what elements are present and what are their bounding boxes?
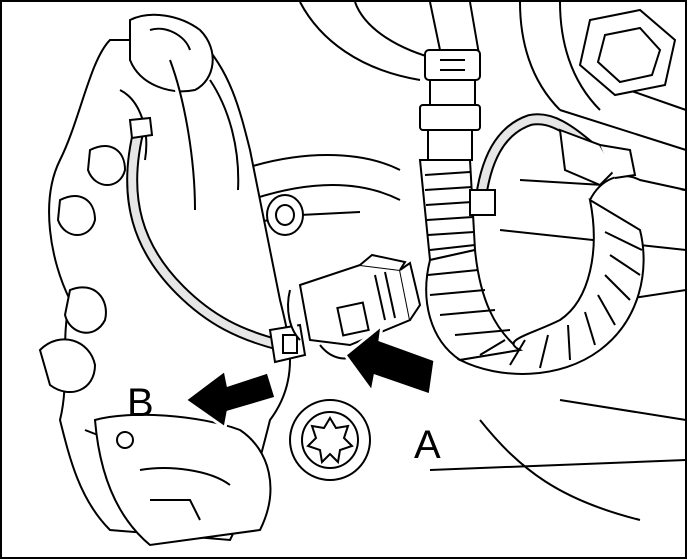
wear-sensor-plug (268, 323, 307, 364)
speed-sensor-cable (469, 113, 637, 216)
arrow-a-icon (342, 321, 437, 398)
hose-corrugations (424, 171, 643, 369)
brake-caliper (38, 13, 291, 542)
arrow-b-icon (182, 367, 278, 431)
caliper-lower-bracket (93, 413, 272, 547)
hose-top-fitting (419, 49, 481, 161)
hub-splined-bolt (289, 399, 371, 481)
callout-label-b: B (127, 381, 154, 425)
bolt-center-left (266, 194, 304, 236)
callout-label-a: A (414, 423, 441, 467)
hex-bolt-top-right (578, 8, 677, 97)
wear-sensor-wire (126, 116, 286, 351)
callout-arrows (182, 321, 437, 431)
